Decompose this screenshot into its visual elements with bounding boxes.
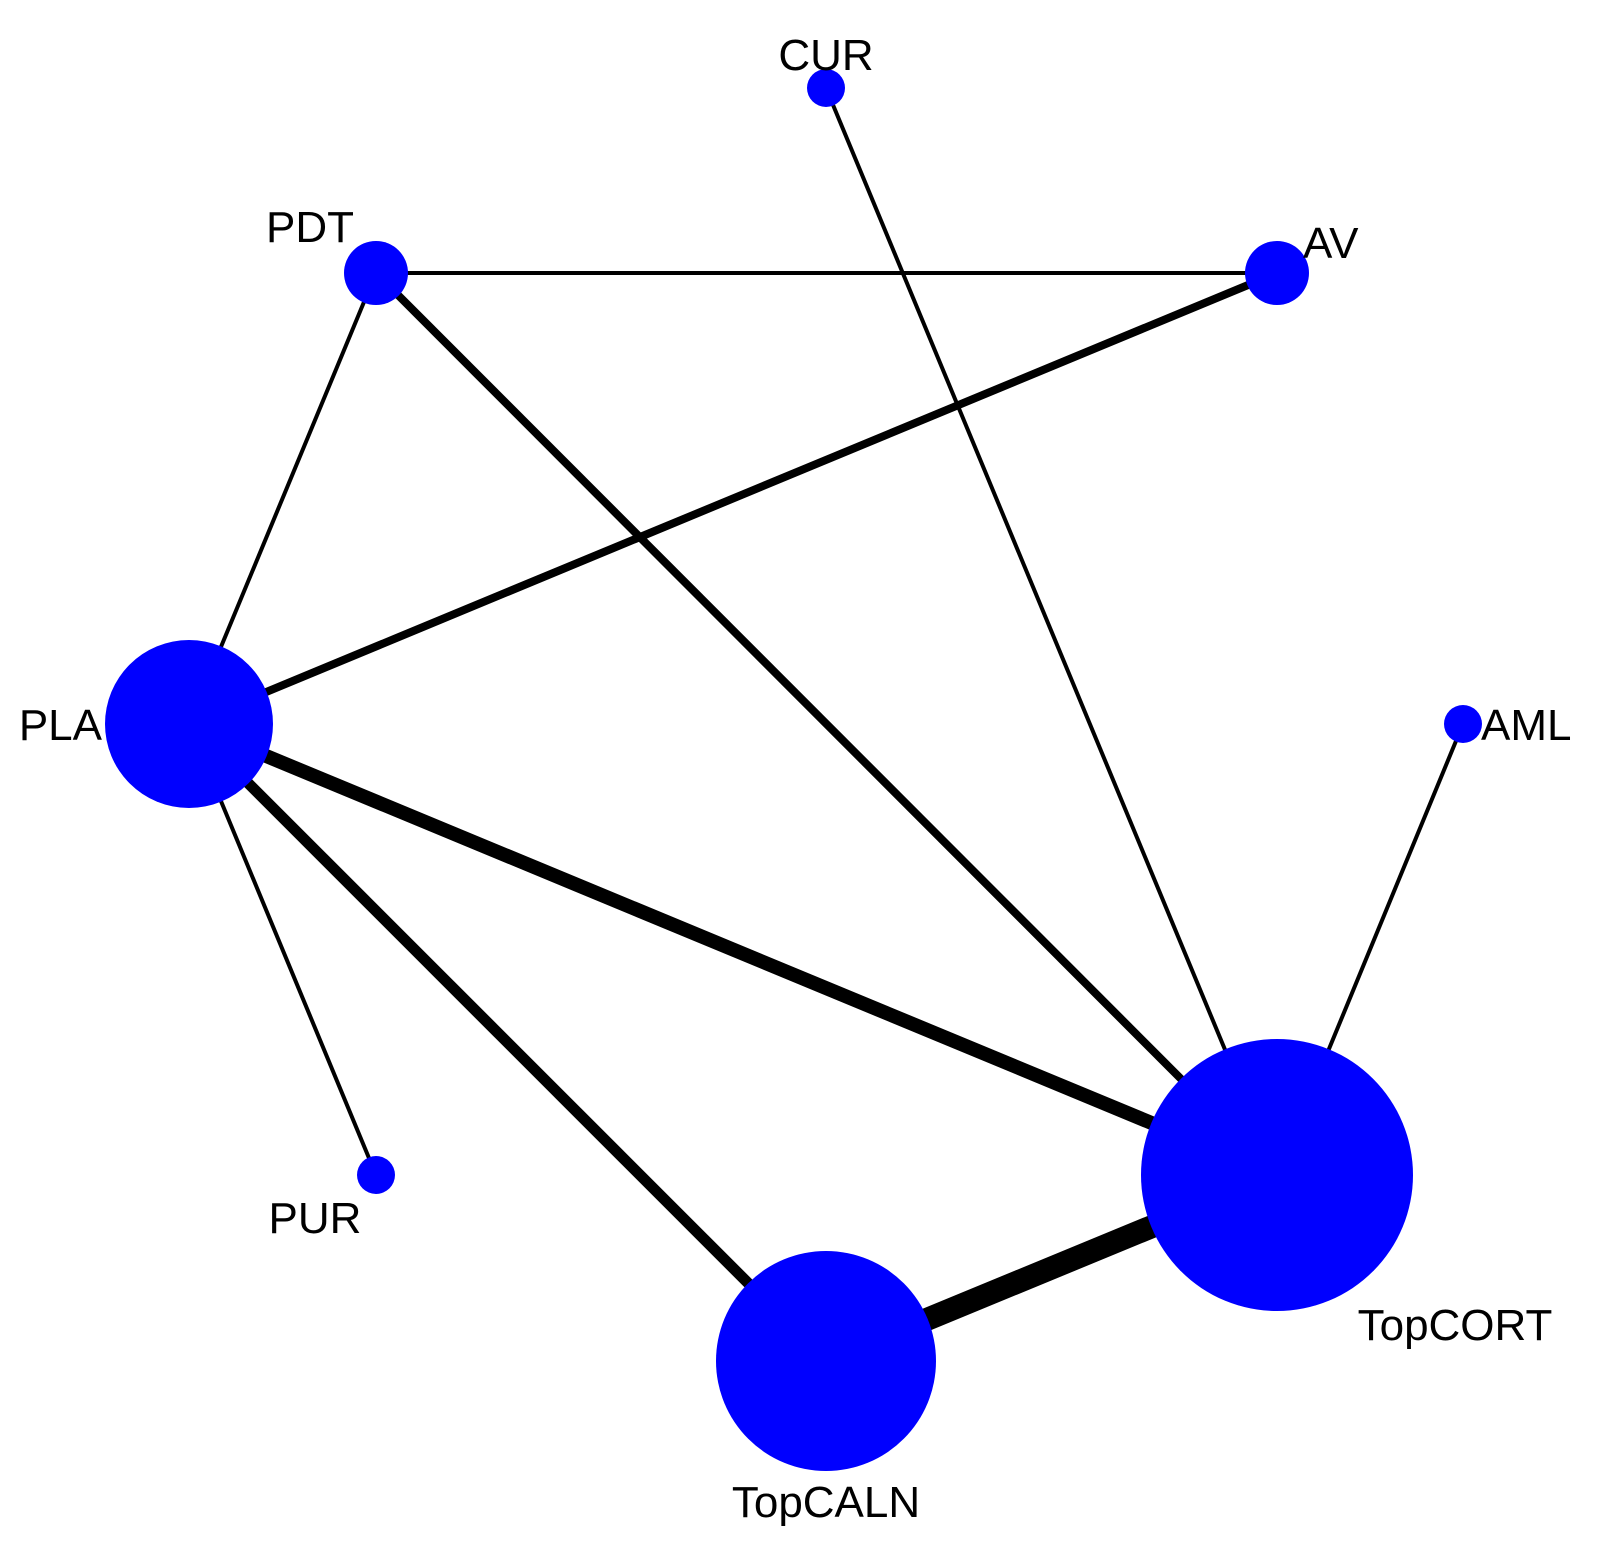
- node-aml: [1444, 705, 1482, 743]
- node-label-aml: AML: [1481, 701, 1571, 750]
- node-cur: [807, 69, 845, 107]
- node-label-av: AV: [1303, 219, 1359, 268]
- node-pdt: [344, 241, 408, 305]
- edge-pla-topcort: [186, 717, 1280, 1182]
- edge-av-pla: [187, 269, 1279, 728]
- node-topcaln: [716, 1251, 936, 1471]
- node-label-pla: PLA: [19, 701, 103, 750]
- node-topcort: [1141, 1039, 1413, 1311]
- edge-pdt-topcort: [373, 270, 1280, 1178]
- node-label-pdt: PDT: [266, 203, 354, 252]
- node-label-topcort: TopCORT: [1358, 1301, 1553, 1350]
- labels-layer: CUR AV AML TopCORT TopCALN PUR PLA PDT: [19, 31, 1572, 1527]
- node-av: [1245, 241, 1309, 305]
- node-label-topcaln: TopCALN: [732, 1478, 920, 1527]
- node-pla: [105, 640, 273, 808]
- node-pur: [357, 1156, 395, 1194]
- node-label-cur: CUR: [778, 31, 873, 80]
- edge-pla-topcaln: [185, 720, 830, 1365]
- node-label-pur: PUR: [269, 1194, 362, 1243]
- nodes-layer: [105, 69, 1482, 1471]
- edge-cur-topcort: [824, 87, 1279, 1176]
